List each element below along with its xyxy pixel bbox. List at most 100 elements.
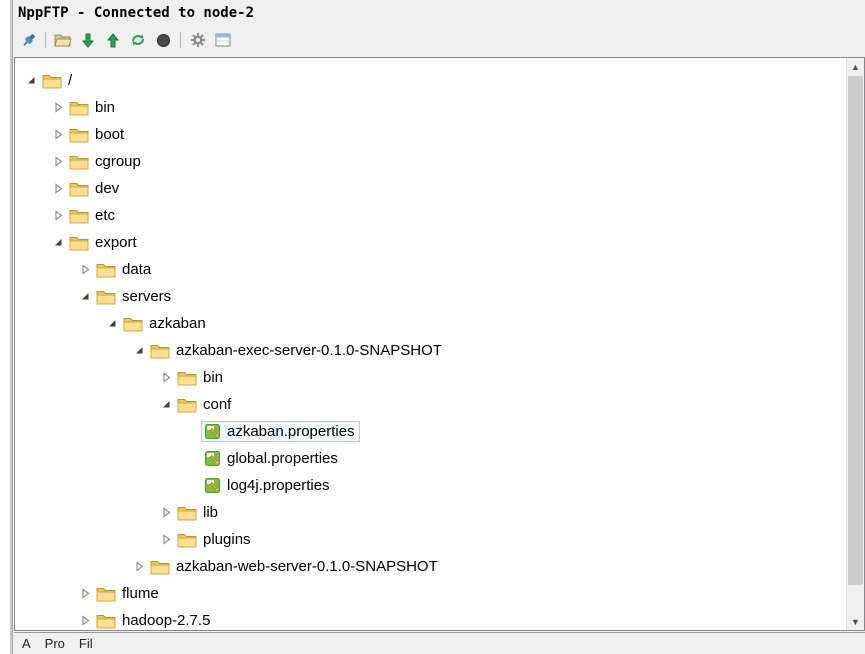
tree-row[interactable]: flume	[15, 580, 847, 607]
collapsed-arrow-icon[interactable]	[50, 127, 66, 143]
collapsed-arrow-icon[interactable]	[158, 505, 174, 521]
tree-item[interactable]: bin	[174, 367, 228, 388]
folder-icon	[96, 262, 116, 278]
tree-row[interactable]: bin	[15, 94, 847, 121]
folder-icon	[177, 397, 197, 413]
tree-item[interactable]: boot	[66, 124, 129, 145]
remote-file-tree: / bin boot cgroup dev etc export data servers azk…	[15, 58, 847, 630]
scroll-down-icon[interactable]: ▼	[851, 616, 860, 627]
expanded-arrow-icon[interactable]	[23, 73, 39, 89]
tree-item-label: servers	[122, 288, 172, 305]
tree-row[interactable]: conf	[15, 391, 847, 418]
tree-item[interactable]: azkaban-web-server-0.1.0-SNAPSHOT	[147, 556, 443, 577]
queue-window-icon[interactable]	[213, 30, 233, 50]
properties-file-icon	[204, 477, 221, 494]
tree-item-label: bin	[203, 369, 224, 386]
expanded-arrow-icon[interactable]	[131, 343, 147, 359]
panel-title-bar[interactable]: NppFTP - Connected to node-2	[13, 0, 865, 26]
upload-icon[interactable]	[103, 30, 123, 50]
collapsed-arrow-icon[interactable]	[50, 100, 66, 116]
collapsed-arrow-icon[interactable]	[158, 532, 174, 548]
tree-item[interactable]: plugins	[174, 529, 256, 550]
tree-item[interactable]: /	[39, 70, 77, 91]
tree-item-label: conf	[203, 396, 232, 413]
folder-icon	[69, 154, 89, 170]
scrollbar-thumb[interactable]	[848, 76, 863, 585]
tree-row[interactable]: etc	[15, 202, 847, 229]
tree-item-selected[interactable]: azkaban.properties	[201, 421, 360, 442]
expanded-arrow-icon[interactable]	[104, 316, 120, 332]
tree-item-label: hadoop-2.7.5	[122, 612, 211, 629]
tree-item[interactable]: flume	[93, 583, 164, 604]
panel-title: NppFTP - Connected to node-2	[18, 5, 255, 21]
tree-row[interactable]: cgroup	[15, 148, 847, 175]
tree-item[interactable]: servers	[93, 286, 176, 307]
tree-item[interactable]: etc	[66, 205, 120, 226]
tree-item[interactable]: cgroup	[66, 151, 146, 172]
remote-tree-container: / bin boot cgroup dev etc export data servers azk…	[14, 57, 865, 631]
toolbar-separator	[45, 32, 46, 48]
collapsed-arrow-icon[interactable]	[77, 262, 93, 278]
tree-item[interactable]: bin	[66, 97, 120, 118]
properties-file-icon	[204, 450, 221, 467]
tree-item[interactable]: export	[66, 232, 142, 253]
tree-row[interactable]: lib	[15, 499, 847, 526]
tree-row[interactable]: servers	[15, 283, 847, 310]
tree-row[interactable]: /	[15, 67, 847, 94]
tree-item-label: flume	[122, 585, 159, 602]
collapsed-arrow-icon[interactable]	[77, 586, 93, 602]
arrow-spacer	[185, 478, 201, 494]
tree-row[interactable]: hadoop-2.7.5	[15, 607, 847, 630]
tree-item[interactable]: data	[93, 259, 156, 280]
tree-item[interactable]: azkaban-exec-server-0.1.0-SNAPSHOT	[147, 340, 447, 361]
collapsed-arrow-icon[interactable]	[50, 208, 66, 224]
tree-row[interactable]: azkaban	[15, 310, 847, 337]
vertical-scrollbar[interactable]: ▲ ▼	[846, 58, 864, 630]
tree-row[interactable]: data	[15, 256, 847, 283]
tree-row[interactable]: bin	[15, 364, 847, 391]
collapsed-arrow-icon[interactable]	[77, 613, 93, 629]
collapsed-arrow-icon[interactable]	[50, 181, 66, 197]
tree-item[interactable]: hadoop-2.7.5	[93, 610, 215, 630]
tree-row[interactable]: azkaban.properties	[15, 418, 847, 445]
folder-icon	[123, 316, 143, 332]
collapsed-arrow-icon[interactable]	[131, 559, 147, 575]
refresh-icon[interactable]	[128, 30, 148, 50]
tree-item[interactable]: log4j.properties	[201, 475, 335, 496]
collapsed-arrow-icon[interactable]	[50, 154, 66, 170]
tree-row[interactable]: dev	[15, 175, 847, 202]
open-folder-icon[interactable]	[53, 30, 73, 50]
folder-icon	[69, 127, 89, 143]
folder-icon	[96, 586, 116, 602]
tree-item[interactable]: conf	[174, 394, 236, 415]
folder-icon	[177, 505, 197, 521]
abort-icon[interactable]	[153, 30, 173, 50]
expanded-arrow-icon[interactable]	[50, 235, 66, 251]
download-icon[interactable]	[78, 30, 98, 50]
tree-item[interactable]: dev	[66, 178, 124, 199]
tree-row[interactable]: export	[15, 229, 847, 256]
scroll-up-icon[interactable]: ▲	[851, 61, 860, 72]
tree-row[interactable]: plugins	[15, 526, 847, 553]
toolbar-separator	[180, 32, 181, 48]
tree-item-label: etc	[95, 207, 116, 224]
tree-row[interactable]: azkaban-exec-server-0.1.0-SNAPSHOT	[15, 337, 847, 364]
folder-icon	[69, 181, 89, 197]
collapsed-arrow-icon[interactable]	[158, 370, 174, 386]
tree-row[interactable]: azkaban-web-server-0.1.0-SNAPSHOT	[15, 553, 847, 580]
tree-row[interactable]: log4j.properties	[15, 472, 847, 499]
tree-row[interactable]: boot	[15, 121, 847, 148]
tree-item[interactable]: azkaban	[120, 313, 211, 334]
tree-item-label: export	[95, 234, 137, 251]
expanded-arrow-icon[interactable]	[158, 397, 174, 413]
tree-item-label: bin	[95, 99, 116, 116]
tree-item-label: plugins	[203, 531, 251, 548]
tree-row[interactable]: global.properties	[15, 445, 847, 472]
tree-item[interactable]: lib	[174, 502, 223, 523]
expanded-arrow-icon[interactable]	[77, 289, 93, 305]
connect-icon[interactable]	[18, 30, 38, 50]
dock-splitter[interactable]	[10, 0, 13, 654]
settings-icon[interactable]	[188, 30, 208, 50]
tree-item[interactable]: global.properties	[201, 448, 343, 469]
